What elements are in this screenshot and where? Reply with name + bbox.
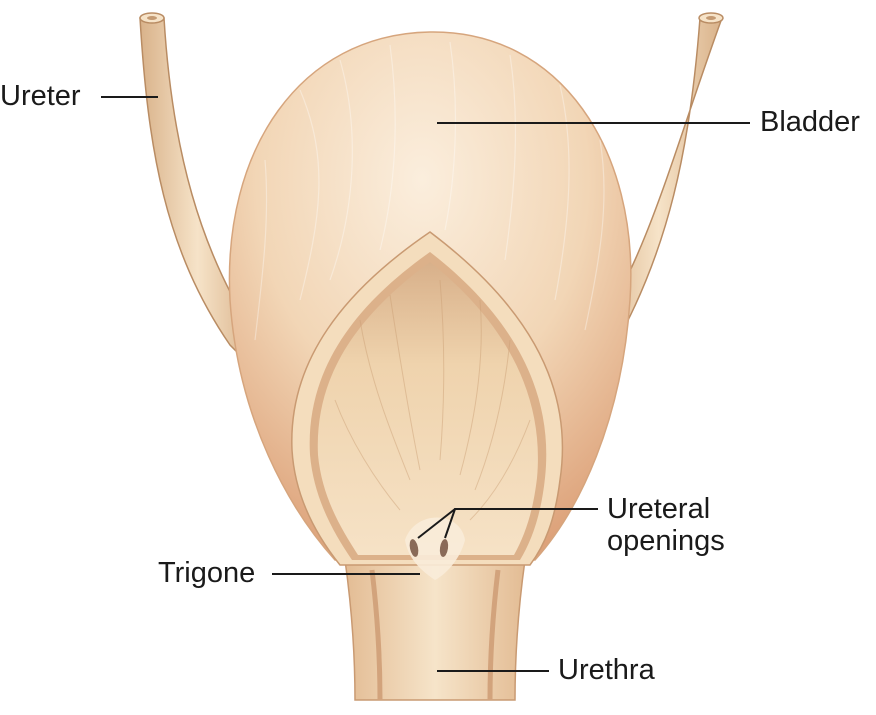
trigone-region <box>405 517 465 580</box>
ureteral-openings <box>409 539 449 557</box>
ureteral-openings-leader-left <box>417 508 456 539</box>
ureteral-openings-label: Ureteral openings <box>607 493 725 558</box>
trigone-label: Trigone <box>158 557 256 589</box>
urethra-label: Urethra <box>558 654 655 686</box>
bladder-interior <box>317 262 538 580</box>
left-ureteral-opening <box>409 539 419 557</box>
bladder-label: Bladder <box>760 106 860 138</box>
urethra <box>344 559 526 701</box>
right-ureteral-opening <box>439 539 449 557</box>
leader-lines <box>101 96 750 672</box>
ureter-label: Ureter <box>0 80 81 112</box>
